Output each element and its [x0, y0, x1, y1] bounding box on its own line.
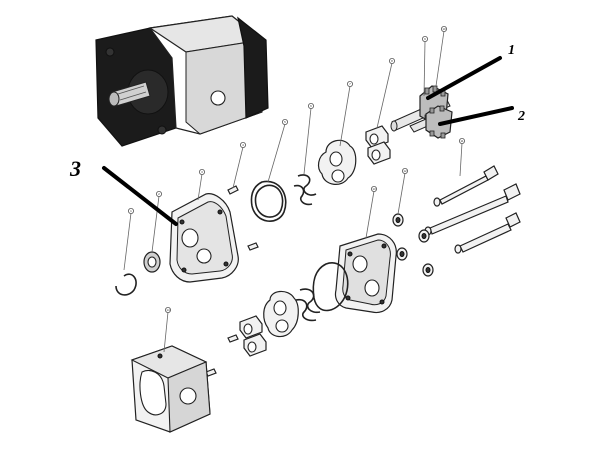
svg-text:14: 14: [166, 308, 170, 312]
shaft-seal: [143, 251, 161, 273]
callout-3: 3: [69, 156, 178, 226]
upper-bearing-block: [317, 139, 357, 185]
svg-text:4: 4: [242, 143, 244, 147]
bubble-7: 7: [339, 81, 353, 147]
bubble-14: 14: [163, 306, 171, 353]
bubble-1: 1: [123, 207, 134, 271]
bubble-13: 13: [365, 185, 377, 239]
svg-text:5: 5: [284, 120, 286, 124]
bubble-9: 9: [421, 36, 428, 97]
washers: [392, 213, 434, 277]
svg-text:13: 13: [372, 187, 376, 191]
bubble-12: 12: [397, 167, 408, 215]
middle-seals: [295, 262, 349, 322]
bubble-8: 8: [376, 58, 395, 129]
callout-2: 2: [438, 106, 525, 126]
callout-2-label: 2: [517, 109, 525, 124]
lower-bushings: [239, 315, 267, 357]
bubble-6: 6: [303, 103, 314, 175]
bolts: [424, 165, 521, 254]
bubble-4: 4: [232, 141, 246, 189]
svg-text:2: 2: [158, 192, 160, 196]
svg-text:7: 7: [349, 82, 351, 86]
pump-body: [130, 345, 211, 433]
svg-text:6: 6: [310, 104, 312, 108]
front-cover: [169, 193, 239, 283]
svg-text:1: 1: [130, 209, 132, 213]
svg-text:9: 9: [424, 37, 426, 41]
driven-gear: [409, 105, 453, 139]
bubble-10: 10: [435, 25, 447, 87]
lower-bearing-block: [263, 290, 299, 338]
bubble-2: 2: [151, 190, 162, 253]
svg-text:3: 3: [201, 170, 203, 174]
rear-cover: [334, 233, 397, 314]
upper-bushings: [365, 125, 391, 165]
callout-1: 1: [426, 43, 515, 100]
snap-ring: [115, 273, 137, 296]
svg-text:12: 12: [403, 169, 407, 173]
callout-1-label: 1: [508, 43, 515, 58]
assembled-pump: [95, 15, 269, 147]
bubble-11: 11: [458, 137, 465, 177]
svg-text:10: 10: [442, 27, 446, 31]
bubble-5: 5: [267, 119, 288, 183]
upper-seals: [250, 174, 317, 222]
svg-text:11: 11: [460, 139, 463, 143]
callout-3-label: 3: [69, 156, 81, 181]
svg-text:8: 8: [391, 59, 393, 63]
part-reference-bubbles: 1 2 3 4 5 6 7 8 9 10 11 12 13 14: [123, 25, 465, 353]
bubble-3: 3: [197, 168, 205, 201]
